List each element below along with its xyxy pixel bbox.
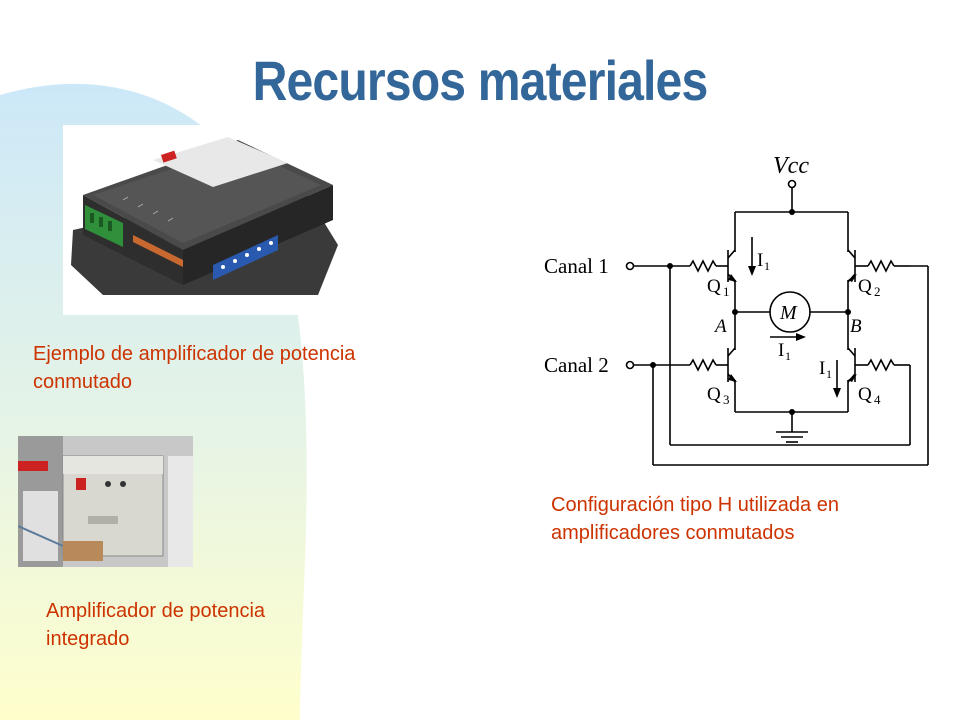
q4-label: Q	[858, 384, 872, 405]
vcc-label: Vcc	[773, 153, 809, 179]
node-a-label: A	[713, 316, 727, 337]
current-top-label: I	[757, 250, 763, 271]
current-bottom-label: I	[819, 358, 825, 379]
node-b-label: B	[850, 316, 862, 337]
q1-label: Q	[707, 276, 721, 297]
current-mid-sub: 1	[785, 349, 791, 363]
h-bridge-circuit: Vcc Canal 1 Canal 2 Q 1 Q 2 Q 3 Q 4 M A …	[544, 153, 929, 466]
channel1-label: Canal 1	[544, 254, 609, 278]
integrated-amplifier-photo	[18, 436, 193, 567]
motor-label: M	[779, 302, 798, 324]
q3-label: Q	[707, 384, 721, 405]
q1-sub: 1	[723, 284, 730, 299]
current-bottom-sub: 1	[826, 367, 832, 381]
current-mid-label: I	[778, 340, 784, 361]
h-bridge-caption: Configuración tipo H utilizada en amplif…	[551, 494, 839, 544]
integrated-amplifier-caption: Amplificador de potencia integrado	[46, 600, 266, 650]
q3-sub: 3	[723, 392, 730, 407]
q2-sub: 2	[874, 284, 881, 299]
channel2-label: Canal 2	[544, 353, 609, 377]
slide-title: Recursos materiales	[252, 49, 709, 112]
switched-amplifier-photo	[63, 125, 344, 315]
current-top-sub: 1	[764, 259, 770, 273]
switched-amplifier-caption: Ejemplo de amplificador de potencia conm…	[33, 343, 356, 393]
q2-label: Q	[858, 276, 872, 297]
q4-sub: 4	[874, 392, 881, 407]
